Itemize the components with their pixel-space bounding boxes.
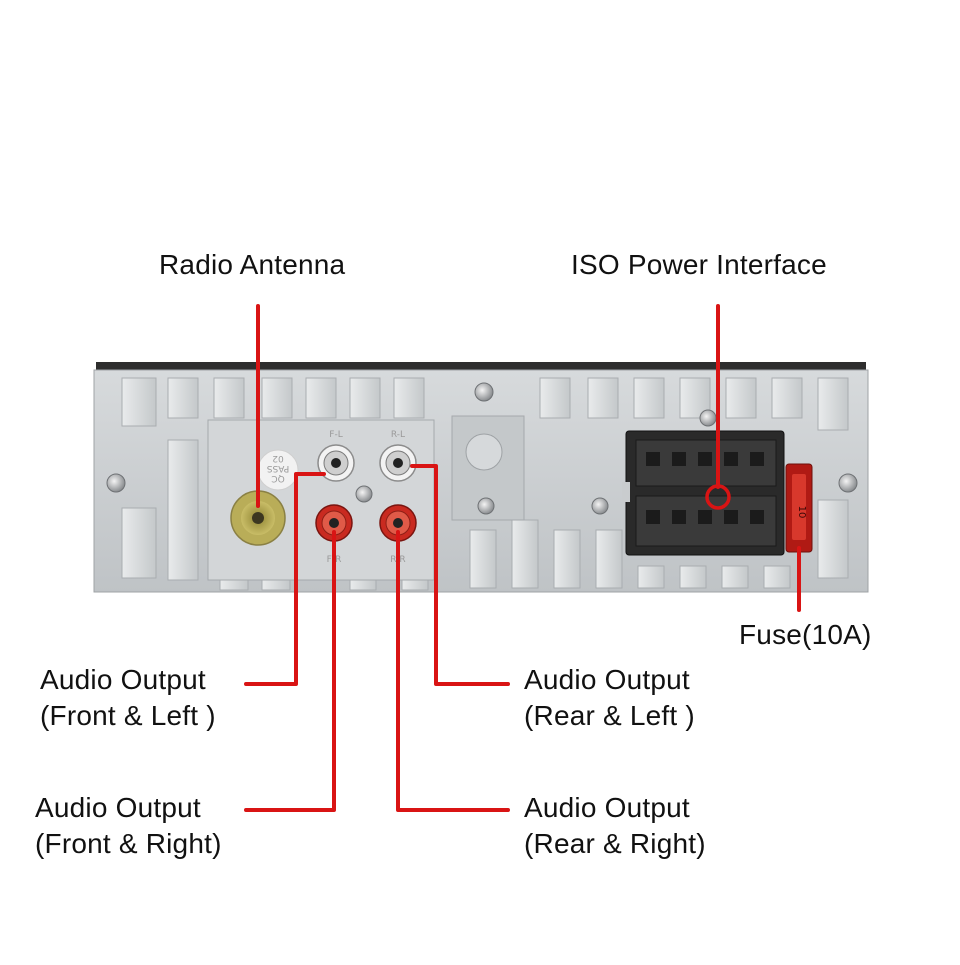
qc-pass-sticker: QC PASS 02 (257, 449, 299, 491)
fuse-marking: 10 (796, 506, 807, 519)
qc-line-1: QC (271, 473, 284, 483)
rca-jack-rear-right (379, 504, 417, 542)
label-front-right-line1: Audio Output (35, 792, 201, 823)
label-iso-power-text: ISO Power Interface (571, 249, 827, 280)
antenna-socket-icon (230, 490, 286, 546)
bottom-fins (219, 519, 791, 591)
leader-lines (244, 304, 801, 812)
jack-label-rl: R-L (391, 430, 405, 440)
label-audio-rear-right: Audio Output (Rear & Right) (524, 790, 706, 862)
label-radio-antenna: Radio Antenna (159, 247, 345, 283)
label-audio-front-left: Audio Output (Front & Left ) (40, 662, 216, 734)
label-rear-right-line1: Audio Output (524, 792, 690, 823)
chassis-top-edge (96, 362, 866, 372)
label-rear-left-line1: Audio Output (524, 664, 690, 695)
label-rear-right-line2: (Rear & Right) (524, 828, 706, 859)
leader-front-left (244, 472, 326, 686)
label-audio-front-right: Audio Output (Front & Right) (35, 790, 222, 862)
leader-front-right (244, 530, 336, 812)
centre-boss (465, 433, 503, 471)
label-radio-antenna-text: Radio Antenna (159, 249, 346, 280)
side-fins (121, 439, 849, 581)
qc-line-3: 02 (272, 453, 283, 463)
jack-label-fl: F-L (329, 430, 342, 440)
rca-jack-front-left (317, 444, 355, 482)
label-front-right-line2: (Front & Right) (35, 828, 222, 859)
label-audio-rear-left: Audio Output (Rear & Left ) (524, 662, 695, 734)
label-fuse-text: Fuse(10A) (739, 619, 872, 650)
top-fins (121, 377, 849, 431)
rca-jack-front-right (315, 504, 353, 542)
leader-rear-right (396, 530, 510, 812)
qc-line-2: PASS (266, 463, 289, 473)
leader-rear-left (410, 464, 510, 686)
label-front-left-line2: (Front & Left ) (40, 700, 216, 731)
label-front-left-line1: Audio Output (40, 664, 206, 695)
label-iso-power-interface: ISO Power Interface (571, 247, 827, 283)
label-fuse: Fuse(10A) (739, 617, 872, 653)
label-rear-left-line2: (Rear & Left ) (524, 700, 695, 731)
fuse-icon: 10 (785, 463, 813, 553)
rca-jack-rear-left (379, 444, 417, 482)
iso-target-ring (705, 484, 731, 510)
iso-connector-icon (622, 430, 785, 556)
